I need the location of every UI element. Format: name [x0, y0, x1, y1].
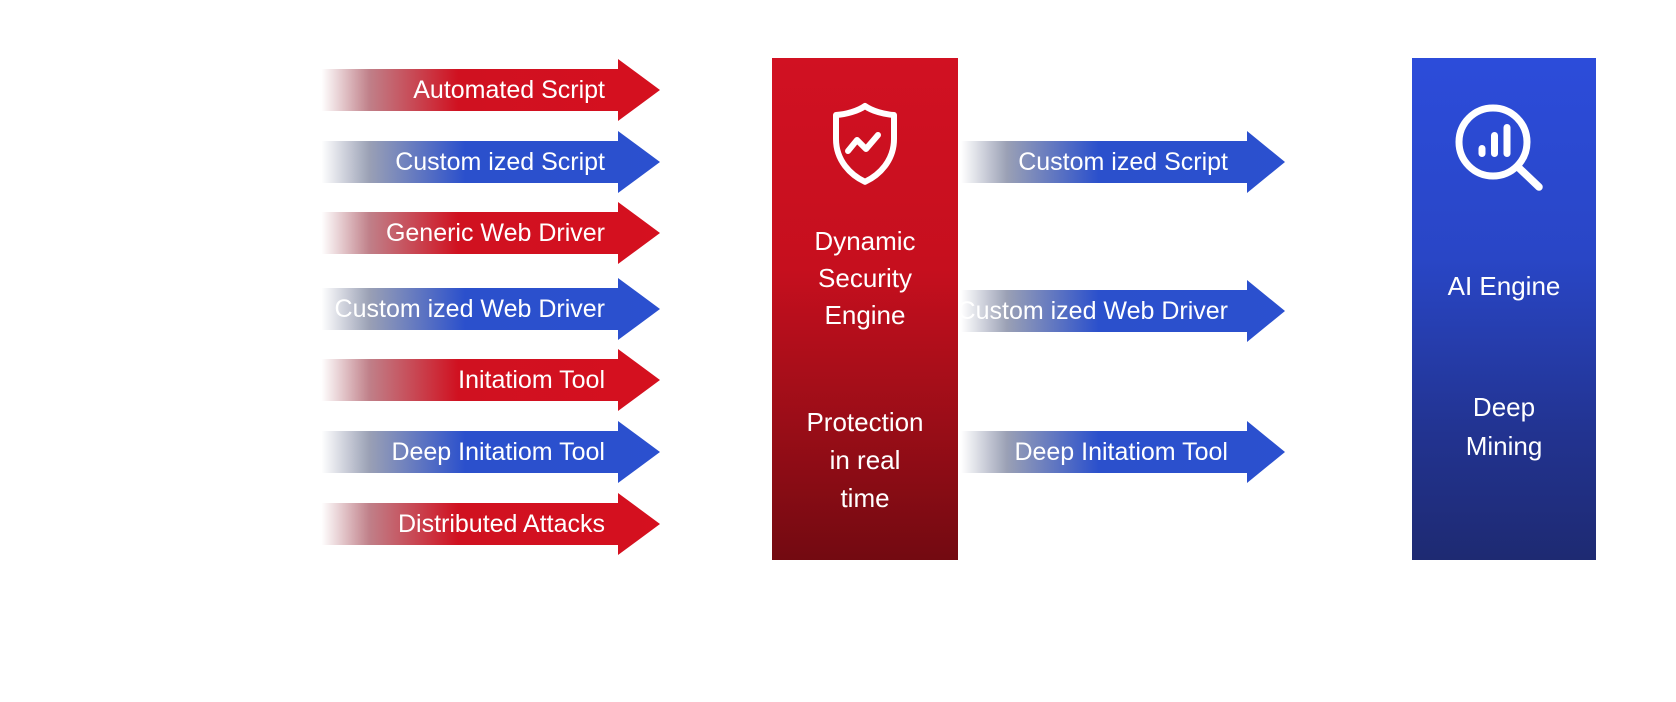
ai-subtitle: Deep Mining [1465, 392, 1543, 461]
attack-arrow-customized-web-driver: Custom ized Web Driver [318, 278, 660, 340]
ai-engine-box: AI Engine Deep Mining [1412, 58, 1596, 560]
attack-arrow-automated-script: Automated Script [318, 59, 660, 121]
dynamic-security-engine-box: Dynamic Security Engine Protection in re… [772, 58, 958, 560]
magnifier-bar-chart-icon [1448, 104, 1553, 199]
engine-title: Dynamic Security Engine [814, 226, 916, 330]
attack-arrow-initation-tool: Initatiom Tool [318, 349, 660, 411]
arrow-label: Deep Initatiom Tool [391, 437, 605, 466]
attack-arrow-distributed-attacks: Distributed Attacks [318, 493, 660, 555]
engine-subtitle: Protection in real time [806, 407, 924, 513]
attack-arrow-customized-script: Custom ized Script [318, 131, 660, 193]
arrow-label: Distributed Attacks [397, 509, 605, 538]
arrow-label: Custom ized Script [1018, 147, 1228, 176]
output-arrow-deep-initation-tool: Deep Initatiom Tool [958, 421, 1285, 483]
arrow-label: Deep Initatiom Tool [1014, 437, 1228, 466]
arrow-label: Automated Script [413, 75, 605, 104]
shield-pulse-icon [827, 102, 903, 188]
arrow-label: Generic Web Driver [385, 218, 605, 247]
ai-title: AI Engine [1447, 271, 1561, 301]
arrow-label: Custom ized Web Driver [957, 296, 1228, 325]
arrow-label: Custom ized Web Driver [334, 294, 605, 323]
attack-arrow-generic-web-driver: Generic Web Driver [318, 202, 660, 264]
attack-arrow-deep-initation-tool: Deep Initatiom Tool [318, 421, 660, 483]
output-arrow-customized-script: Custom ized Script [958, 131, 1285, 193]
arrow-label: Custom ized Script [395, 147, 605, 176]
arrow-label: Initatiom Tool [458, 365, 605, 394]
output-arrow-customized-web-driver: Custom ized Web Driver [958, 280, 1285, 342]
